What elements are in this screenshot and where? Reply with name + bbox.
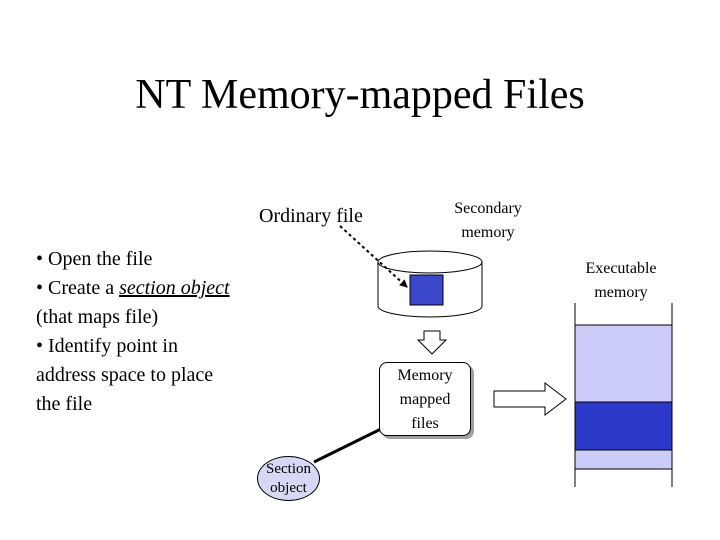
bullet-list: • Open the file • Create a section objec… (36, 245, 281, 419)
section-object-ellipse: Section object (257, 456, 320, 501)
page-title: NT Memory-mapped Files (135, 72, 585, 118)
bullet-create-section: • Create a section object (36, 274, 281, 303)
bullet-identify-point: • Identify point in (36, 335, 178, 357)
executable-memory-line-1: Executable (585, 260, 657, 277)
executable-memory-label: Executable memory (570, 257, 672, 305)
mmf-line-3: files (411, 415, 439, 432)
down-arrow-icon (416, 330, 448, 355)
mmf-line-1: Memory (397, 367, 453, 384)
right-arrow-icon (493, 381, 567, 417)
exec-region-mapped (574, 401, 673, 451)
disk-cylinder (377, 250, 483, 318)
mmf-line-2: mapped (399, 391, 451, 408)
section-object-line-1: Section (266, 460, 311, 477)
bullet-address-space: address space to place (36, 364, 214, 386)
memory-mapped-files-box: Memory mapped files (379, 362, 471, 436)
ordinary-file-label: Ordinary file (259, 205, 363, 227)
file-block (409, 274, 444, 306)
bullet-create-prefix: • Create a (36, 277, 120, 299)
secondary-memory-line-1: Secondary (454, 200, 522, 217)
executable-memory-line-2: memory (594, 284, 648, 301)
section-link-line (313, 425, 386, 464)
secondary-memory-line-2: memory (461, 224, 515, 241)
executable-memory-column (574, 303, 673, 487)
section-object-term: section object (119, 277, 230, 299)
bullet-the-file: the file (36, 393, 93, 415)
bullet-open-file: • Open the file (36, 248, 153, 270)
secondary-memory-label: Secondary memory (428, 197, 548, 245)
section-object-line-2: object (270, 479, 307, 496)
bullet-maps-file: (that maps file) (36, 306, 159, 328)
